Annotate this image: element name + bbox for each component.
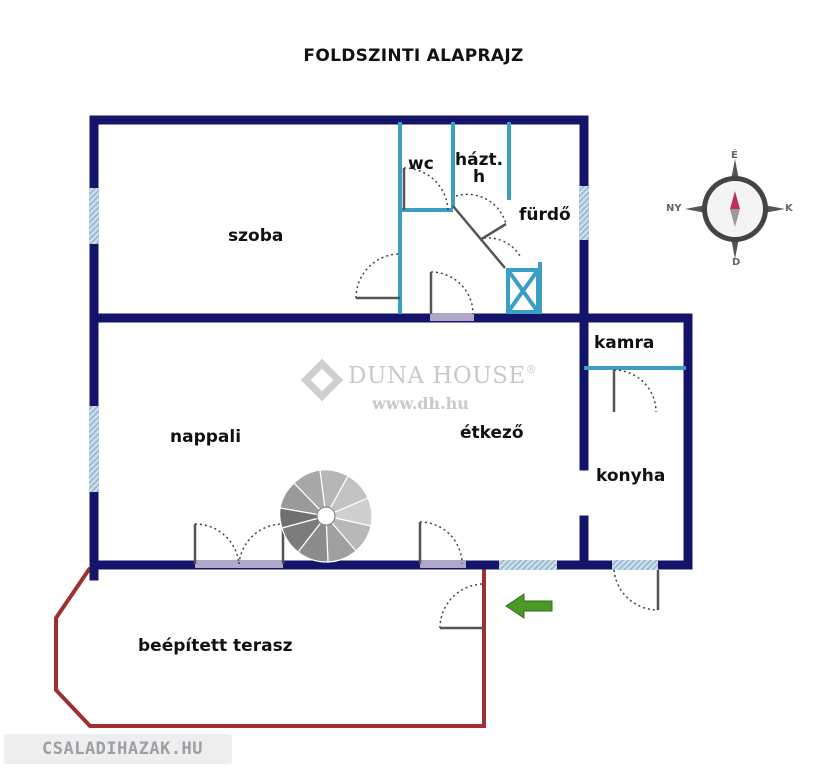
room-label-konyha: konyha <box>596 466 666 486</box>
site-badge-text: CSALADIHAZAK.HU <box>42 739 204 759</box>
spiral-staircase <box>279 469 373 563</box>
watermark-url: www.dh.hu <box>372 394 469 413</box>
room-label-haztart-2: h <box>473 167 486 187</box>
room-label-kamra: kamra <box>594 333 655 353</box>
room-label-haztart: házt. <box>455 150 504 170</box>
door-leaves <box>193 168 660 630</box>
entrance-arrow-icon <box>505 593 553 619</box>
compass-east: K <box>785 203 793 214</box>
plan-title: FOLDSZINTI ALAPRAJZ <box>303 46 524 66</box>
site-badge[interactable]: CSALADIHAZAK.HU <box>4 734 232 764</box>
interior-walls <box>398 122 686 370</box>
room-label-etkezo: étkező <box>460 423 524 443</box>
door-swings <box>194 167 659 629</box>
watermark-name: DUNA HOUSE® <box>348 363 538 389</box>
watermark-trademark: ® <box>525 363 538 376</box>
duna-house-logo-icon <box>300 358 344 402</box>
terrace-outline <box>54 566 486 728</box>
compass-north: É <box>731 150 738 161</box>
room-label-furdo: fürdő <box>519 205 571 225</box>
room-label-terasz: beépített terasz <box>138 636 293 656</box>
room-label-nappali: nappali <box>170 427 242 447</box>
compass-south: D <box>732 257 741 268</box>
compass-west: NY <box>666 203 682 214</box>
compass-icon <box>685 159 785 259</box>
room-label-szoba: szoba <box>228 226 284 246</box>
room-label-wc: wc <box>408 154 434 174</box>
